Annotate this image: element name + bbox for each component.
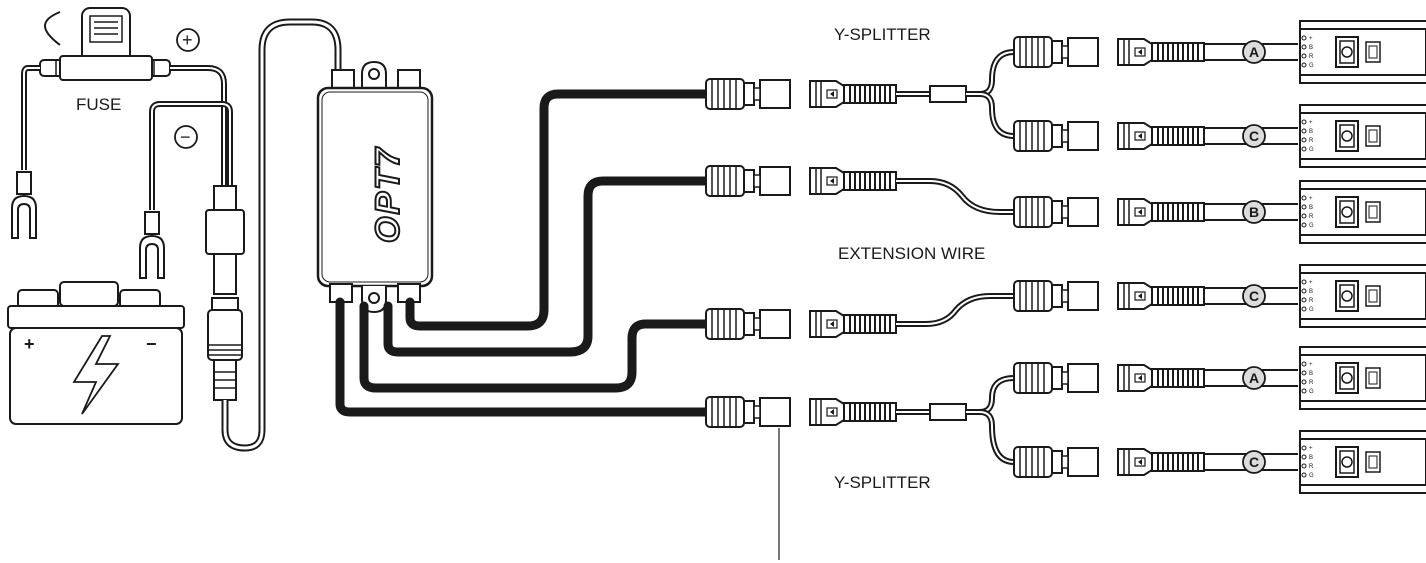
splitter-plug-bottom: [809, 398, 897, 426]
strip-pin-label: B: [1309, 371, 1313, 377]
svg-text:C: C: [1249, 128, 1259, 144]
branch-connector-4: [1013, 280, 1099, 312]
strip-pin-label: B: [1309, 45, 1313, 51]
strip-pin-label: G: [1309, 147, 1314, 153]
svg-text:B: B: [1249, 204, 1259, 220]
branch-connector-1: [1013, 36, 1099, 68]
strip-pin-label: R: [1309, 464, 1314, 470]
positive-symbol-circle: [176, 28, 200, 52]
strip-pin-label: +: [1309, 362, 1313, 368]
splitter-plug-top: [809, 80, 897, 108]
strip-plug-2: [1117, 122, 1205, 150]
strip-plug-5: [1117, 364, 1205, 392]
strip-plug-1: [1117, 38, 1205, 66]
strip-pin-label: G: [1309, 223, 1314, 229]
y-splitter-bottom: [896, 375, 1015, 465]
output-connector-3: [705, 308, 791, 340]
strip-pin-labels: +BRG+BRG+BRG+BRG+BRG+BRG: [1309, 36, 1314, 479]
battery-plus: +: [24, 334, 35, 354]
output-connector-4: [705, 396, 791, 428]
output-connector-2: [705, 165, 791, 197]
strip-pin-label: G: [1309, 389, 1314, 395]
strip-pin-label: R: [1309, 54, 1314, 60]
strip-pin-label: G: [1309, 63, 1314, 69]
positive-symbol: +: [182, 30, 193, 50]
extension-plug-top: [809, 167, 897, 195]
controller-brand-logo: OPT7: [369, 146, 407, 243]
strip-pin-label: +: [1309, 196, 1313, 202]
battery-minus: −: [146, 334, 157, 354]
branch-connector-6: [1013, 446, 1099, 478]
strip-badge-1: A: [1242, 40, 1266, 64]
svg-text:C: C: [1249, 288, 1259, 304]
branch-connector-3: [1013, 196, 1099, 228]
controller-output-wires: [335, 89, 711, 417]
branch-connector-5: [1013, 362, 1099, 394]
strip-plug-6: [1117, 448, 1205, 476]
strip-pin-label: R: [1309, 214, 1314, 220]
strip-badge-5: A: [1242, 366, 1266, 390]
y-splitter-label-top: Y-SPLITTER: [834, 25, 931, 44]
strip-pin-label: B: [1309, 289, 1313, 295]
controller-box: OPT7: [316, 60, 434, 314]
svg-text:C: C: [1249, 454, 1259, 470]
strip-badge-2: C: [1242, 124, 1266, 148]
strip-badge-4: C: [1242, 284, 1266, 308]
extension-wire-bottom: [896, 293, 1014, 327]
negative-symbol: −: [180, 127, 191, 147]
strip-pin-label: B: [1309, 129, 1313, 135]
led-strip-5: [1299, 346, 1426, 410]
extension-plug-bottom: [809, 310, 897, 338]
extension-wire-label: EXTENSION WIRE: [838, 244, 985, 263]
strip-pin-label: B: [1309, 455, 1313, 461]
strip-pin-label: R: [1309, 380, 1314, 386]
strip-pin-label: B: [1309, 205, 1313, 211]
power-plug-male: [207, 297, 243, 401]
y-splitter-label-bottom: Y-SPLITTER: [834, 473, 931, 492]
strip-pin-label: R: [1309, 138, 1314, 144]
extension-wire-top: [896, 178, 1014, 215]
strip-pin-label: +: [1309, 446, 1313, 452]
strip-pin-label: +: [1309, 280, 1313, 286]
svg-text:A: A: [1249, 370, 1259, 386]
negative-terminal-lug: [139, 211, 165, 279]
lightning-bolt-icon: [72, 335, 120, 415]
led-strip-2: [1299, 104, 1426, 168]
strip-plug-4: [1117, 282, 1205, 310]
strip-pin-label: G: [1309, 473, 1314, 479]
strip-pin-label: R: [1309, 298, 1314, 304]
strip-badge-6: C: [1242, 450, 1266, 474]
led-strip-1: [1299, 20, 1426, 84]
output-connector-1: [705, 78, 791, 110]
led-strip-6: [1299, 430, 1426, 494]
strip-leads: [1204, 43, 1298, 471]
power-plug-female: [205, 185, 245, 295]
positive-terminal-lug: [11, 171, 37, 239]
fuse-holder: [39, 7, 171, 81]
strip-pin-label: G: [1309, 307, 1314, 313]
negative-symbol-circle: [174, 125, 198, 149]
y-splitter-top: [896, 49, 1015, 139]
strip-pin-label: +: [1309, 120, 1313, 126]
svg-text:A: A: [1249, 44, 1259, 60]
strip-badge-3: B: [1242, 200, 1266, 224]
strip-plug-3: [1117, 198, 1205, 226]
strip-pin-label: +: [1309, 36, 1313, 42]
battery: [7, 281, 185, 425]
led-strip-4: [1299, 264, 1426, 328]
branch-connector-2: [1013, 120, 1099, 152]
fuse-label: FUSE: [76, 95, 121, 114]
led-strip-3: [1299, 180, 1426, 244]
